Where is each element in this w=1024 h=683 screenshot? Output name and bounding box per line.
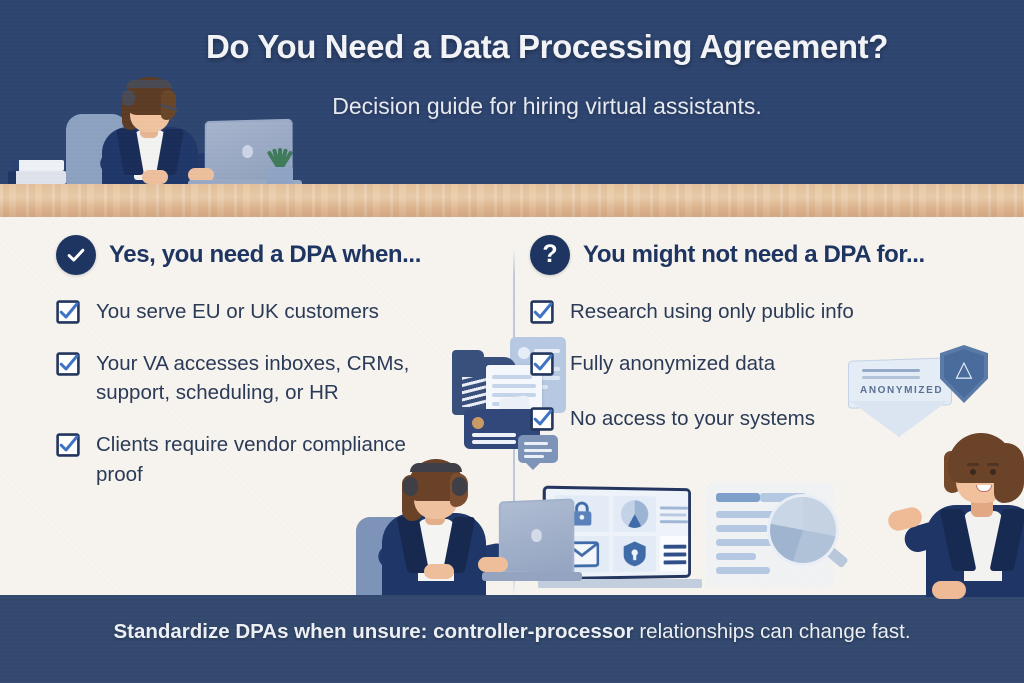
checkbox-checked-icon <box>530 300 554 324</box>
checkbox-checked-icon <box>56 300 80 324</box>
left-illustration-woman-with-laptop <box>356 459 582 595</box>
column-might-not-need-dpa: ? You might not need a DPA for... Resear… <box>530 217 1024 599</box>
eye-left-shape <box>970 469 976 475</box>
footer-banner: Standardize DPAs when unsure: controller… <box>0 595 1024 683</box>
id-line-shape <box>472 440 516 444</box>
list-item: Research using only public info <box>530 297 1000 327</box>
check-circle-icon <box>56 235 96 275</box>
hair-back-shape <box>994 443 1024 503</box>
left-column-title: Yes, you need a DPA when... <box>109 241 421 268</box>
checkbox-checked-icon <box>530 407 554 432</box>
apple-logo-icon <box>531 528 542 543</box>
text-lines-tile <box>659 497 689 532</box>
report-bar <box>716 493 760 502</box>
left-column-header: Yes, you need a DPA when... <box>56 235 506 275</box>
book-stack-middle <box>8 171 66 184</box>
list-item-label: Research using only public info <box>570 300 854 323</box>
list-item-label: You serve EU or UK customers <box>96 300 379 323</box>
dashboard-illustration <box>538 479 849 597</box>
eye-right-shape <box>990 469 996 475</box>
envelope-line-shape <box>862 376 920 379</box>
checkbox-checked-icon <box>56 352 80 376</box>
documents-illustration <box>448 337 566 470</box>
list-item: Clients require vendor compliance proof <box>56 430 506 489</box>
resting-hand-shape <box>932 581 966 599</box>
lock-shield-tile <box>613 535 656 573</box>
report-bar <box>716 553 756 560</box>
envelope-line-shape <box>862 369 920 372</box>
text-line-shape <box>534 349 560 353</box>
plant-leaves-shape <box>266 144 294 172</box>
magnifier-lens-pie-chart <box>770 497 836 563</box>
desk-surface <box>0 184 1024 217</box>
page-subtitle: Decision guide for hiring virtual assist… <box>332 93 762 119</box>
report-bar <box>716 511 782 518</box>
right-column-title: You might not need a DPA for... <box>583 241 925 268</box>
list-item-label: Clients require vendor compliance proof <box>96 433 406 486</box>
shield-glyph: △ <box>955 356 973 381</box>
report-bar <box>716 567 770 574</box>
list-item-label: Fully anonymized data <box>570 351 776 375</box>
apple-logo-icon <box>242 144 253 159</box>
right-column-header: ? You might not need a DPA for... <box>530 235 1000 275</box>
footer-message-bold: Standardize DPAs when unsure: controller… <box>113 620 634 643</box>
left-hand-shape <box>424 564 454 579</box>
right-hand-shape <box>478 557 508 572</box>
report-bar <box>716 539 778 546</box>
list-item-label: No access to your systems <box>570 407 815 431</box>
right-illustration-woman-presenting <box>878 413 1024 599</box>
list-item-label: Your VA accesses inboxes, CRMs, support,… <box>96 351 410 405</box>
report-bar <box>760 493 806 502</box>
headset-earcup-icon <box>122 90 135 106</box>
eyebrow-right-shape <box>987 463 999 466</box>
right-hand-shape <box>188 168 214 182</box>
anonymized-label: ANONYMIZED <box>860 385 944 396</box>
id-photo-dot-shape <box>472 417 484 429</box>
column-yes-need-dpa: Yes, you need a DPA when... You serve EU… <box>56 217 582 595</box>
list-item: No access to your systems <box>530 404 1000 434</box>
headset-earcup-left-icon <box>403 477 418 496</box>
footer-message-normal: relationships can change fast. <box>633 620 911 643</box>
list-item: You serve EU or UK customers <box>56 297 506 327</box>
headset-band-icon <box>410 463 462 472</box>
laptop-base-shape <box>538 579 702 588</box>
question-mark-glyph: ? <box>542 239 558 268</box>
footer-message: Standardize DPAs when unsure: controller… <box>0 620 1024 644</box>
avatar-dot-shape <box>518 347 530 359</box>
list-item: Your VA accesses inboxes, CRMs, support,… <box>56 349 506 408</box>
right-column-list: Research using only public info Fully an… <box>530 297 1000 434</box>
report-bar <box>716 525 768 532</box>
headset-band-icon <box>126 80 172 88</box>
pie-chart-icon <box>620 500 649 529</box>
page-title: Do You Need a Data Processing Agreement? <box>205 28 889 65</box>
speech-bubble-icon <box>518 435 558 470</box>
shield-anonymity-icon: △ <box>940 345 988 403</box>
laptop-base-shape <box>482 572 582 581</box>
id-line-shape <box>472 433 516 437</box>
header-illustration-woman-at-desk <box>4 72 310 185</box>
question-circle-icon: ? <box>530 235 570 275</box>
headset-earcup-right-icon <box>452 477 467 496</box>
plant-pot-shape <box>267 167 293 185</box>
checkbox-checked-icon <box>530 352 554 376</box>
book-stack-top <box>12 160 64 171</box>
left-hand-shape <box>142 170 168 184</box>
laptop-base-shape <box>188 180 302 185</box>
eyebrow-left-shape <box>967 463 979 466</box>
magnifier-pie-icon <box>770 497 849 569</box>
lock-tile <box>554 495 610 532</box>
checkbox-checked-icon <box>56 433 80 457</box>
bar-lines-tile <box>659 535 689 572</box>
list-item: Fully anonymized data <box>530 349 1000 379</box>
anonymized-illustration: ANONYMIZED △ <box>848 345 988 441</box>
header-banner: Do You Need a Data Processing Agreement?… <box>0 0 1024 185</box>
pie-chart-tile <box>613 495 656 533</box>
left-column-list: You serve EU or UK customers Your VA acc… <box>56 297 506 490</box>
